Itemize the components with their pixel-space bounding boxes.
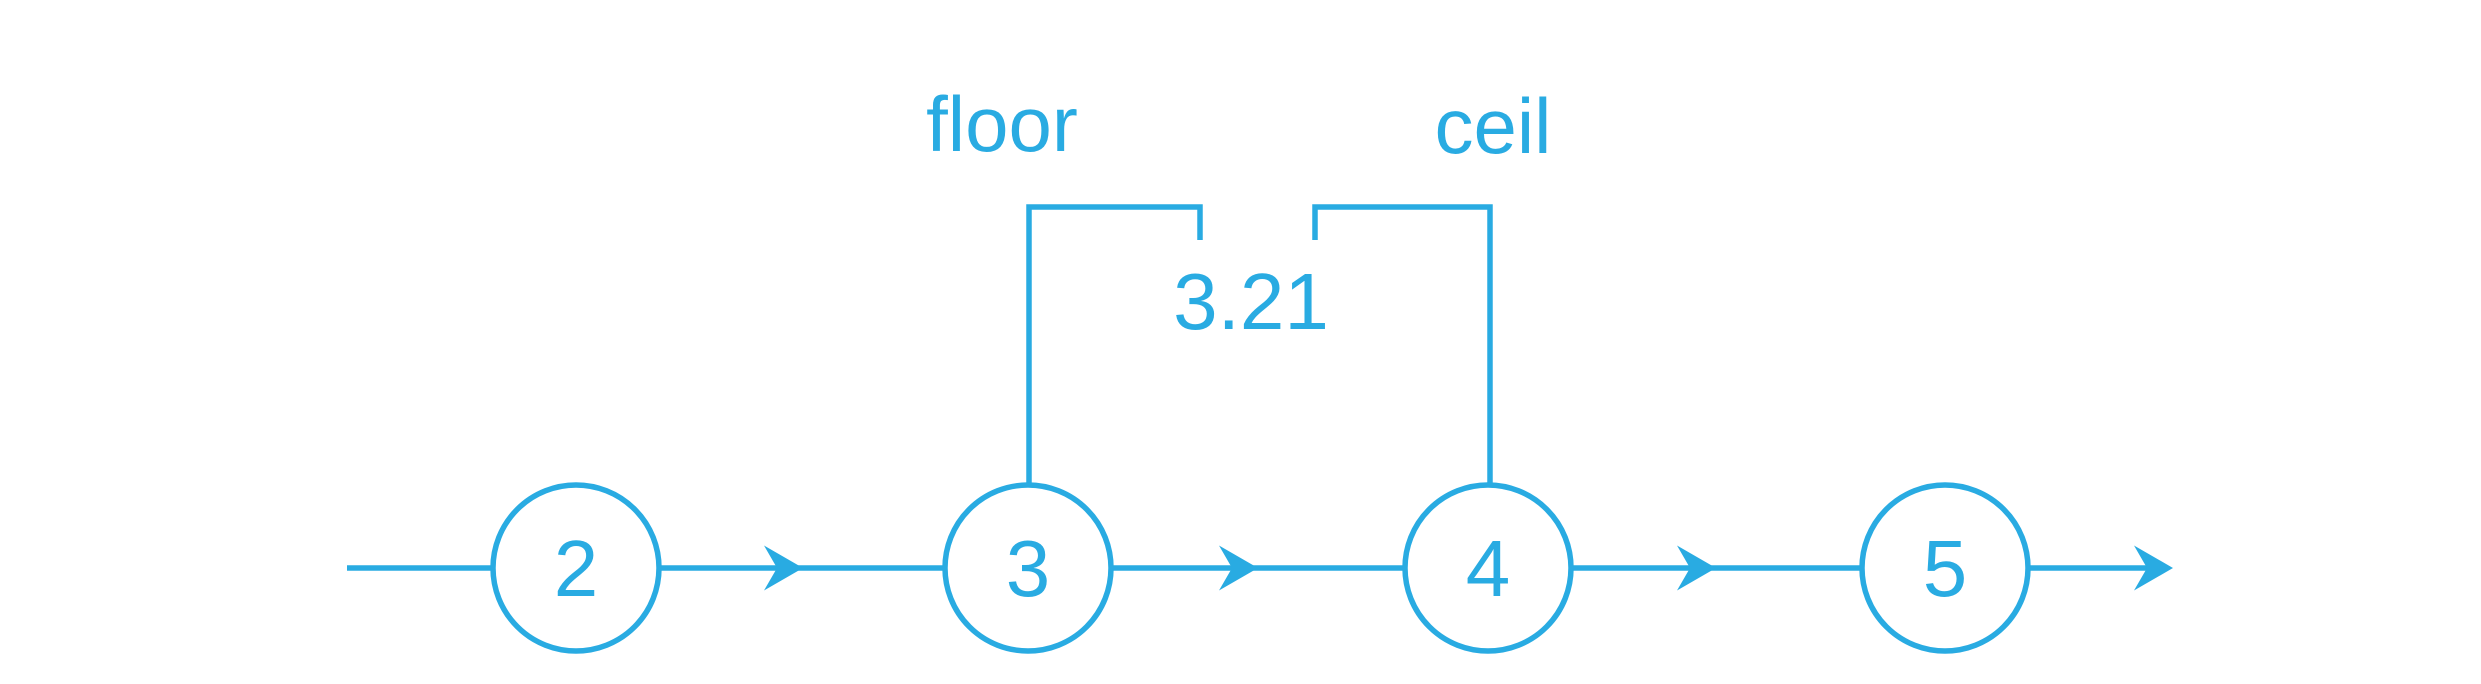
floor-label: floor xyxy=(926,80,1078,168)
node-value-2: 2 xyxy=(553,524,599,613)
node-circle-2 xyxy=(490,482,662,654)
value-label: 3.21 xyxy=(1173,257,1329,346)
node-value-3: 3 xyxy=(1005,524,1051,613)
floor-bracket xyxy=(1026,204,1203,485)
arrow-icon xyxy=(764,545,803,591)
node-circle-5 xyxy=(1859,482,2031,654)
ceil-label: ceil xyxy=(1434,82,1552,170)
arrow-icon xyxy=(2134,545,2173,591)
arrow-icon xyxy=(1677,545,1716,591)
node-value-5: 5 xyxy=(1922,524,1968,613)
node-circle-3 xyxy=(942,482,1114,654)
node-circle-4 xyxy=(1402,482,1574,654)
arrow-icon xyxy=(1219,545,1258,591)
node-value-4: 4 xyxy=(1465,524,1511,613)
ceil-bracket xyxy=(1312,204,1493,485)
